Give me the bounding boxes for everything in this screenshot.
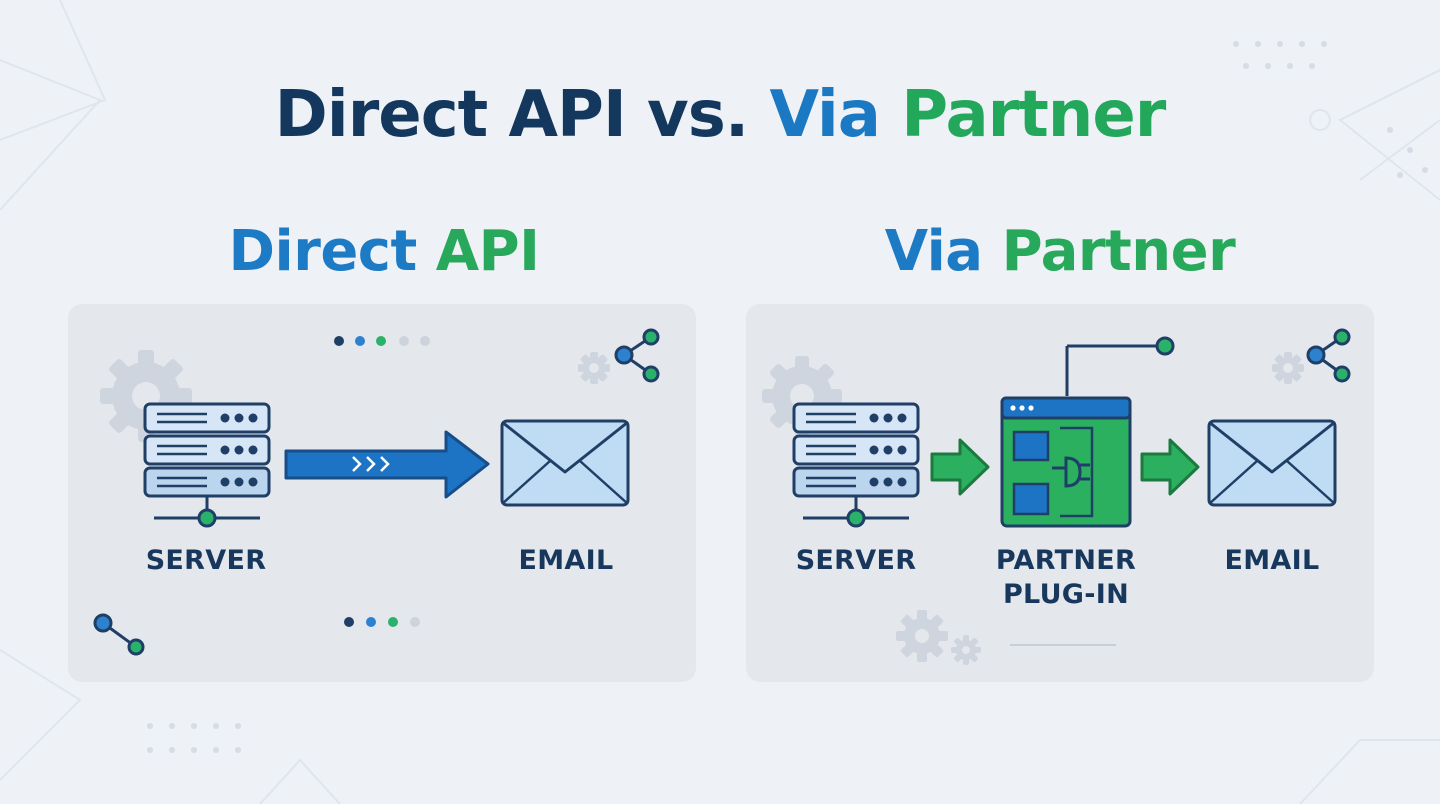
direct-arrow-icon <box>284 430 490 499</box>
title-part-via: Via <box>769 78 881 152</box>
page-title: Direct API vs. Via Partner <box>0 70 1440 160</box>
email-envelope-icon <box>1207 419 1337 507</box>
small-gear-icon <box>1272 352 1304 384</box>
email-envelope-icon <box>500 419 630 507</box>
plugin-label-line1: PARTNER <box>995 545 1137 576</box>
direct-api-panel: SERVER EMAIL <box>68 304 696 682</box>
small-gear-icon <box>578 352 610 384</box>
title-part-partner: Partner <box>901 78 1166 152</box>
bottom-gears-icon <box>896 610 981 665</box>
arrow-to-email-icon <box>1140 438 1200 496</box>
share-icon <box>614 328 660 383</box>
link-node-icon <box>93 613 145 656</box>
direct-heading-part1: Direct <box>228 219 418 284</box>
direct-heading-part2: API <box>435 219 540 284</box>
via-partner-diagram <box>762 328 1351 665</box>
title-part-direct-api: Direct API vs. <box>274 78 749 152</box>
direct-api-diagram <box>93 328 660 656</box>
share-icon <box>1306 328 1351 383</box>
server-icon <box>143 402 271 528</box>
plugin-label-line2: PLUG-IN <box>1002 579 1130 610</box>
server-label: SERVER <box>795 545 917 576</box>
email-label: EMAIL <box>518 545 614 576</box>
partner-plugin-icon <box>1000 336 1175 528</box>
direct-api-heading: Direct API <box>74 212 694 292</box>
email-label: EMAIL <box>1224 545 1320 576</box>
partner-heading-part1: Via <box>884 219 983 284</box>
arrow-to-plugin-icon <box>930 438 990 496</box>
via-partner-panel: SERVER PARTNER PLUG-IN EMAIL <box>746 304 1374 682</box>
dots-decoration-top <box>334 336 430 346</box>
partner-heading-part2: Partner <box>1001 219 1236 284</box>
server-icon <box>792 402 920 528</box>
server-label: SERVER <box>145 545 267 576</box>
dots-decoration-bottom <box>344 617 420 627</box>
via-partner-heading: Via Partner <box>750 212 1370 292</box>
